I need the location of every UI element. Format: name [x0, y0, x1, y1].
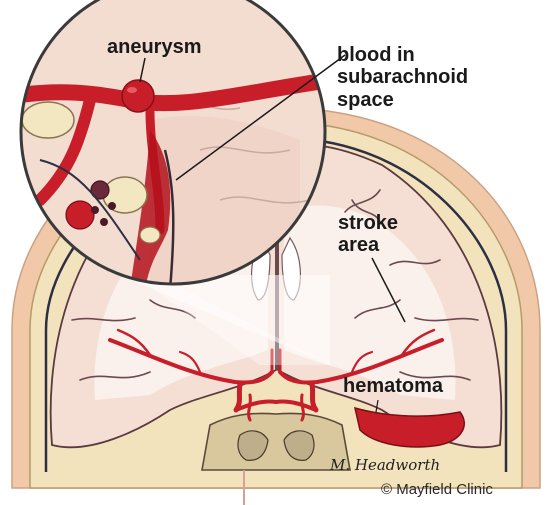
blood-label-line3: space — [337, 89, 468, 111]
hematoma-label: hematoma — [343, 375, 443, 397]
stroke-label-line2: area — [338, 234, 398, 256]
skull-base — [202, 413, 350, 470]
aneurysm-label: aneurysm — [107, 36, 202, 58]
blood-label-line2: subarachnoid — [337, 66, 468, 88]
copyright-credit: © Mayfield Clinic — [381, 481, 493, 498]
blood-in-subarachnoid-space-label: blood in subarachnoid space — [337, 44, 468, 111]
stroke-area-label: stroke area — [338, 212, 398, 257]
blood-label-line1: blood in — [337, 44, 468, 66]
artist-signature: M. Headworth — [330, 456, 440, 474]
stroke-label-line1: stroke — [338, 212, 398, 234]
